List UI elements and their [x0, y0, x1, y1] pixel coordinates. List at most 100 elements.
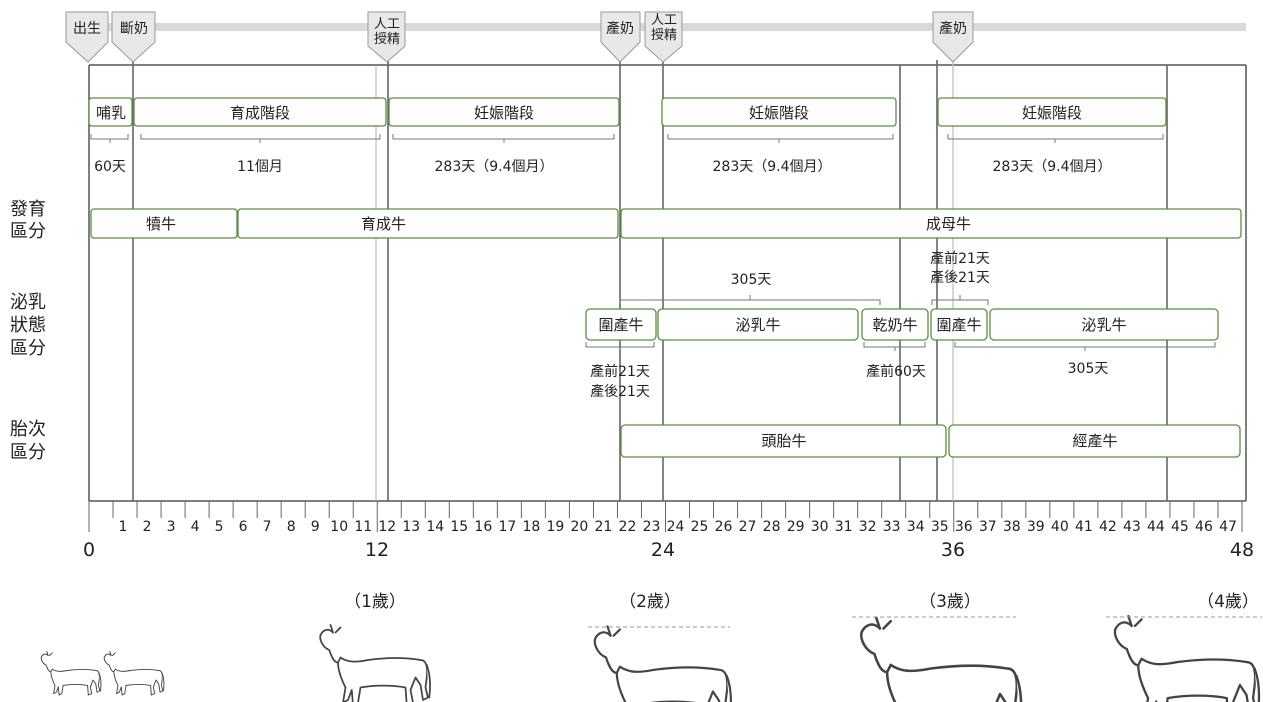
axis-month-label: 38	[1003, 519, 1021, 535]
development-label: 育成牛	[361, 215, 406, 233]
age-label: （1歲）	[344, 592, 406, 612]
axis-month-label: 14	[426, 519, 444, 535]
milestone-label-line2: 授精	[651, 28, 677, 43]
axis-major-label: 12	[365, 539, 389, 561]
axis-month-label: 33	[883, 519, 901, 535]
parity-boxes	[621, 425, 1240, 457]
duration-label: 283天（9.4個月）	[993, 159, 1112, 175]
axis-month-label: 46	[1195, 519, 1213, 535]
axis-month-label: 41	[1075, 519, 1093, 535]
development-label: 犢牛	[146, 215, 176, 233]
age-label: （2歲）	[619, 592, 681, 612]
axis-month-label: 42	[1099, 519, 1117, 535]
stage-label: 哺乳	[96, 104, 126, 122]
cow-illustrations	[41, 616, 1259, 702]
pin-calving1	[601, 12, 640, 62]
lactation-label: 圍產牛	[936, 316, 981, 334]
axis-month-label: 28	[763, 519, 781, 535]
development-label: 成母牛	[926, 215, 971, 233]
axis-month-label: 16	[474, 519, 492, 535]
axis-month-label: 19	[546, 519, 564, 535]
axis-month-label: 10	[330, 519, 348, 535]
age-label: （3歲）	[919, 592, 981, 612]
stage-label: 妊娠階段	[1022, 104, 1082, 122]
axis-month-label: 21	[595, 519, 613, 535]
axis-month-labels: 1234567891011121314151617181920212223242…	[119, 519, 1237, 535]
parity-label: 頭胎牛	[761, 432, 806, 450]
axis-month-label: 18	[522, 519, 540, 535]
axis-month-label: 24	[667, 519, 685, 535]
axis-month-label: 2	[143, 519, 152, 535]
duration-brackets	[91, 134, 1163, 143]
svg-text:區分: 區分	[10, 221, 46, 242]
lactation-label: 圍產牛	[598, 316, 643, 334]
calf-icon	[41, 651, 101, 695]
axis-month-label: 23	[643, 519, 661, 535]
axis-month-label: 44	[1147, 519, 1165, 535]
milestone-label: 出生	[73, 21, 101, 37]
pin-birth	[66, 12, 108, 62]
duration-label: 60天	[94, 159, 126, 175]
pin-calving2	[933, 12, 973, 62]
axis-month-label: 29	[787, 519, 805, 535]
axis-month-label: 25	[691, 519, 709, 535]
heifer-icon	[320, 625, 430, 702]
axis-month-label: 9	[311, 519, 320, 535]
axis-month-label: 4	[191, 519, 200, 535]
lactation-annotation: 產前60天	[866, 363, 926, 380]
axis-month-label: 31	[835, 519, 853, 535]
axis-month-label: 39	[1027, 519, 1045, 535]
lactation-annotation: 產後21天	[590, 383, 650, 400]
axis-month-label: 11	[354, 519, 372, 535]
axis-month-label: 35	[931, 519, 949, 535]
cow-icon	[595, 626, 731, 702]
axis-month-label: 36	[955, 519, 973, 535]
development-boxes	[91, 209, 1241, 238]
row-label-parity: 胎次	[10, 419, 46, 440]
axis-month-label: 6	[239, 519, 248, 535]
axis-month-label: 22	[619, 519, 637, 535]
axis-major-label: 36	[941, 539, 965, 561]
duration-label: 283天（9.4個月）	[713, 159, 832, 175]
duration-label: 11個月	[237, 159, 283, 175]
pin-weaning	[112, 12, 155, 62]
axis-major-label: 24	[651, 539, 675, 561]
axis-month-label: 7	[263, 519, 272, 535]
axis-month-label: 47	[1219, 519, 1237, 535]
milestone-label-line1: 人工	[651, 13, 677, 28]
axis-month-label: 32	[859, 519, 877, 535]
axis-month-label: 20	[571, 519, 589, 535]
cow-icon	[1115, 616, 1259, 702]
lactation-annotation: 305天	[731, 272, 772, 288]
row-label-development: 發育	[10, 199, 46, 220]
svg-text:狀態: 狀態	[10, 315, 46, 336]
axis-month-label: 27	[739, 519, 757, 535]
milestone-label-line1: 人工	[374, 17, 400, 32]
milestone-label: 產奶	[939, 20, 967, 37]
axis-month-label: 12	[378, 519, 396, 535]
parity-label: 經產牛	[1072, 432, 1117, 450]
axis-month-label: 30	[811, 519, 829, 535]
stage-label: 妊娠階段	[474, 104, 534, 122]
lactation-annotation: 產後21天	[930, 269, 990, 286]
milestone-label: 斷奶	[120, 21, 148, 37]
axis-month-label: 26	[715, 519, 733, 535]
development-box	[238, 209, 618, 238]
height-guides	[588, 617, 1262, 627]
axis-major-label: 0	[83, 539, 95, 561]
row-label-lactation: 泌乳	[10, 292, 46, 313]
lactation-label: 乾奶牛	[872, 316, 917, 334]
lactation-annotation: 305天	[1068, 361, 1109, 377]
duration-label: 283天（9.4個月）	[435, 159, 554, 175]
axis-month-label: 5	[215, 519, 224, 535]
svg-text:區分: 區分	[10, 442, 46, 463]
lactation-annotation: 產前21天	[930, 250, 990, 267]
axis-month-label: 37	[979, 519, 997, 535]
lactation-label: 泌乳牛	[735, 316, 780, 334]
age-label: （4歲）	[1197, 592, 1259, 612]
axis-month-label: 43	[1123, 519, 1141, 535]
axis-month-label: 34	[907, 519, 925, 535]
axis-month-label: 8	[287, 519, 296, 535]
svg-text:區分: 區分	[10, 338, 46, 359]
